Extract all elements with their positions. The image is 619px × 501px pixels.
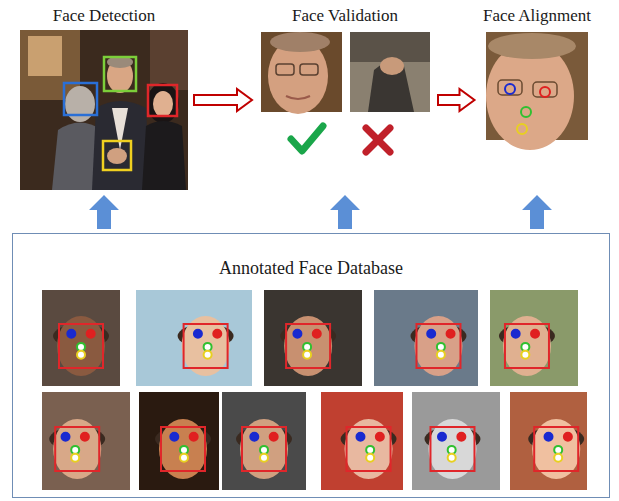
supply-arrow [89,195,119,229]
box-title: Annotated Face Database [216,257,406,279]
stage-panel: Face Alignment [479,2,596,192]
text-line: Face Detection [18,2,190,26]
detection-photo [20,30,188,190]
text-line: Face Alignment [479,2,596,26]
database-photos [42,290,587,490]
validation-photos [261,32,430,152]
stage-heading: Face Detection [53,6,155,26]
text-line: Face Validation [256,2,434,26]
stage-panel: Face Detection [18,2,190,192]
text-line: Annotated Face Database [13,234,609,279]
check-mark [291,126,323,151]
database-box: Annotated Face Database [12,233,610,498]
cross-mark [366,128,390,152]
flow-arrow [194,89,252,111]
stage-panel: Face Validation [256,2,434,192]
stage-heading: Face Validation [292,6,398,26]
supply-arrow [330,195,360,229]
stage-heading: Face Alignment [483,6,591,26]
flow-arrow [438,89,475,111]
supply-arrow [522,195,552,229]
alignment-photo [486,32,588,150]
